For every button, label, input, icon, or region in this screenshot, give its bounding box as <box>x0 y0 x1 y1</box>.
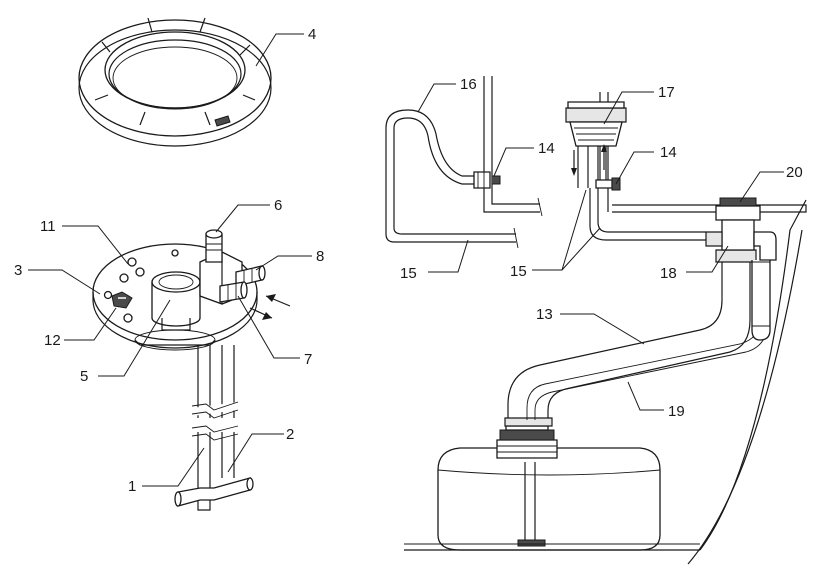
callout-6: 6 <box>274 197 282 214</box>
lock-ring <box>78 17 272 147</box>
callout-2: 2 <box>286 426 294 443</box>
vent-line-left <box>385 76 543 249</box>
callout-4: 4 <box>308 26 316 43</box>
pickup-tubes <box>174 345 254 511</box>
fill-hose <box>504 249 757 427</box>
filter-assembly <box>565 92 706 241</box>
tank <box>437 425 661 551</box>
callout-15-left: 15 <box>400 265 417 282</box>
callout-11: 11 <box>40 218 56 235</box>
callout-12: 12 <box>44 332 61 349</box>
callout-15-right: 15 <box>510 263 527 280</box>
callout-5: 5 <box>80 368 88 385</box>
deck-fill <box>612 197 807 261</box>
callout-19: 19 <box>668 403 685 420</box>
callout-1: 1 <box>128 478 136 495</box>
leader-lines <box>28 33 784 487</box>
callout-labels: 4 6 8 7 11 3 12 5 1 2 16 14 14 17 15 15 … <box>14 26 803 495</box>
callout-7: 7 <box>304 351 312 368</box>
callout-13: 13 <box>536 306 553 323</box>
vent-hose <box>526 260 771 420</box>
callout-16: 16 <box>460 76 477 93</box>
sender-flange <box>92 229 291 351</box>
callout-14-right: 14 <box>660 144 677 161</box>
callout-18: 18 <box>660 265 677 282</box>
callout-14-left: 14 <box>538 140 555 157</box>
hull <box>404 199 807 565</box>
callout-8: 8 <box>316 248 324 265</box>
callout-20: 20 <box>786 164 803 181</box>
callout-3: 3 <box>14 262 22 279</box>
callout-17: 17 <box>658 84 675 101</box>
